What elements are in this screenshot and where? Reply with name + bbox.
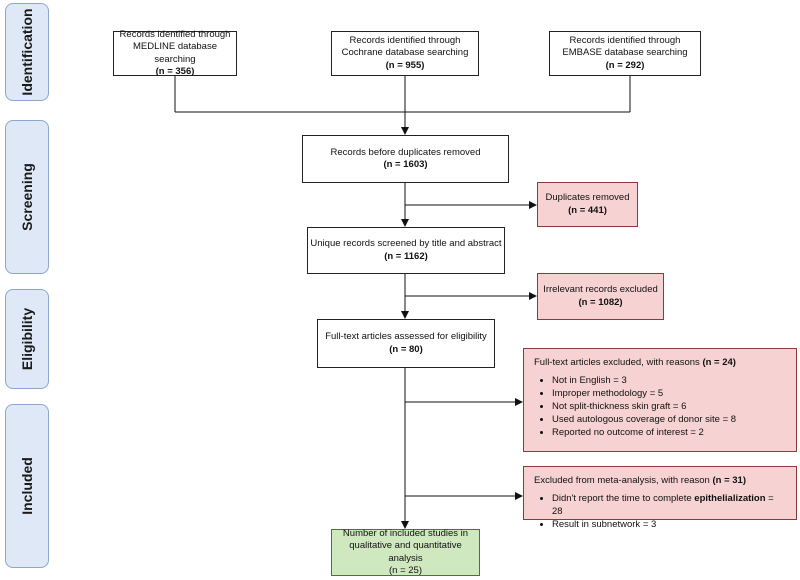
reason-value: = 28 [552, 493, 774, 518]
duplicates-removed-text: Duplicates removed [545, 192, 630, 204]
reason-item: Used autologous coverage of donor site =… [552, 414, 786, 427]
unique-records-text: Unique records screened by title and abs… [310, 238, 502, 250]
irrelevant-excluded-text: Irrelevant records excluded [543, 284, 658, 296]
medline-records-text: Records identified through MEDLINE datab… [119, 28, 231, 65]
meta-excluded-reasons: Didn't report the time to complete epith… [534, 493, 786, 531]
phase-screening-label: Screening [19, 163, 35, 231]
records-before-duplicates-box: Records before duplicates removed (n = 1… [302, 135, 509, 183]
full-text-assessed-text: Full-text articles assessed for eligibil… [325, 331, 487, 343]
phase-identification-label: Identification [19, 8, 35, 96]
reason-item: Not split-thickness skin graft = 6 [552, 401, 786, 414]
medline-records-box: Records identified through MEDLINE datab… [113, 28, 237, 77]
reason-item: Not in English = 3 [552, 375, 786, 388]
full-text-excluded-heading: Full-text articles excluded, with reason… [534, 357, 786, 369]
embase-records-box: Records identified through EMBASE databa… [549, 31, 701, 76]
included-studies-line1: Number of included studies in [342, 527, 469, 539]
unique-records-box: Unique records screened by title and abs… [307, 227, 505, 274]
full-text-excluded-reasons: Not in English = 3 Improper methodology … [534, 375, 786, 439]
reason-text: Didn't report the time to complete [552, 493, 695, 505]
meta-analysis-excluded-box: Excluded from meta-analysis, with reason… [523, 466, 797, 530]
irrelevant-excluded-count: (n = 1082) [578, 296, 623, 308]
phase-eligibility-label: Eligibility [19, 307, 35, 371]
medline-records-count: (n = 356) [155, 65, 195, 77]
meta-excluded-title: Excluded from meta-analysis, with reason [534, 475, 710, 486]
included-studies-count: (n = 25) [388, 564, 422, 576]
reason-item: Improper methodology = 5 [552, 388, 786, 401]
cochrane-records-text: Records identified through Cochrane data… [341, 34, 469, 59]
phase-identification: Identification [5, 3, 49, 101]
included-studies-line2: qualitative and quantitative analysis [349, 540, 462, 564]
phase-included: Included [5, 404, 49, 568]
full-text-assessed-count: (n = 80) [389, 343, 423, 355]
cochrane-records-box: Records identified through Cochrane data… [331, 31, 479, 76]
embase-records-count: (n = 292) [605, 59, 645, 71]
meta-excluded-count: (n = 31) [712, 475, 746, 486]
irrelevant-excluded-box: Irrelevant records excluded (n = 1082) [537, 273, 664, 320]
phase-eligibility: Eligibility [5, 289, 49, 389]
reason-emphasis: epithelialization [694, 493, 766, 505]
included-studies-box: Number of included studies in qualitativ… [331, 527, 480, 576]
full-text-assessed-box: Full-text articles assessed for eligibil… [317, 319, 495, 368]
reason-item: Reported no outcome of interest = 2 [552, 427, 786, 440]
cochrane-records-count: (n = 955) [385, 59, 425, 71]
meta-excluded-heading: Excluded from meta-analysis, with reason… [534, 475, 786, 487]
duplicates-removed-box: Duplicates removed (n = 441) [537, 182, 638, 227]
phase-screening: Screening [5, 120, 49, 274]
reason-item: Result in subnetwork = 3 [552, 519, 786, 532]
full-text-excluded-count: (n = 24) [702, 357, 736, 368]
unique-records-count: (n = 1162) [384, 250, 428, 262]
full-text-excluded-title: Full-text articles excluded, with reason… [534, 357, 700, 368]
duplicates-removed-count: (n = 441) [568, 204, 607, 216]
reason-item: Didn't report the time to complete epith… [552, 493, 786, 519]
phase-included-label: Included [19, 457, 35, 515]
records-before-duplicates-text: Records before duplicates removed [330, 146, 481, 158]
embase-records-text: Records identified through EMBASE databa… [562, 34, 688, 59]
full-text-excluded-box: Full-text articles excluded, with reason… [523, 348, 797, 452]
records-before-duplicates-count: (n = 1603) [383, 159, 428, 170]
